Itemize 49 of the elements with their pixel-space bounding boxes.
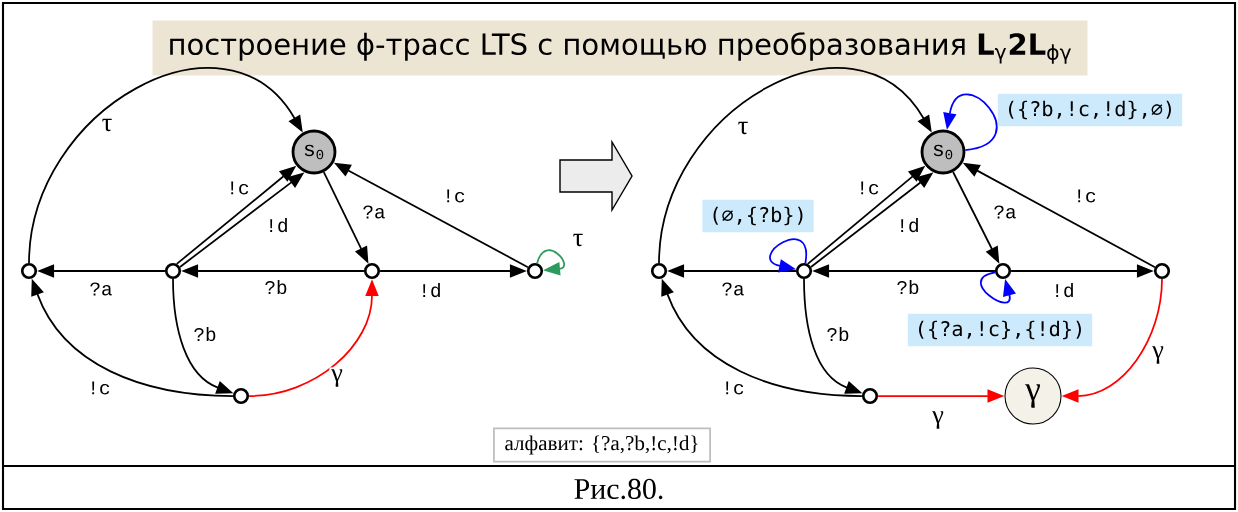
state-circle: [232, 387, 250, 405]
edge-label: γ: [329, 367, 345, 389]
start-state: s$_{0}$: [920, 129, 966, 175]
final-state: γ: [1004, 367, 1062, 425]
state-circle: [861, 387, 879, 405]
edge-label: ?b: [262, 278, 290, 296]
title-banner: построение ϕ-трасс LTS с помощью преобразования L$_{γ}$2L$_{ϕγ}$: [152, 20, 1088, 76]
edge-label: !c: [85, 379, 113, 397]
edge-label: ?b: [894, 278, 922, 296]
arrow: [658, 67, 932, 264]
state-circle: [526, 262, 544, 280]
state-circle: [650, 262, 668, 280]
edge-label: ?a: [360, 203, 388, 221]
start-state: s$_{0}$: [291, 129, 337, 175]
caption: Рис.80.: [574, 478, 663, 500]
state-circle: [363, 262, 381, 280]
edge-label: !d: [416, 281, 444, 299]
arrow: [28, 67, 303, 264]
edge-label: !c: [719, 379, 747, 397]
set-label: (∅,{?b}): [702, 199, 814, 233]
edge-label: τ: [99, 117, 115, 133]
edge-label: ?b: [191, 325, 219, 343]
arrow: [536, 249, 565, 276]
arrow: [943, 93, 998, 151]
edge-label: ?a: [87, 280, 115, 298]
edge-label: !c: [440, 187, 468, 205]
alphabet-label: алфавит: {?a,?b,!c,!d}: [493, 427, 711, 463]
edge-label: τ: [735, 120, 751, 136]
edge-label: !d: [894, 216, 922, 234]
edge-label: ?a: [719, 280, 747, 298]
edge-label: !d: [1049, 281, 1077, 299]
edge-label: ?b: [824, 325, 852, 343]
state-circle: [994, 262, 1012, 280]
edge-label: !c: [224, 179, 252, 197]
arrow: [979, 271, 1016, 304]
state-circle: [164, 262, 182, 280]
state-circle: [20, 262, 38, 280]
edge-label: ?a: [991, 203, 1019, 221]
edge-label: γ: [1150, 344, 1166, 366]
edge-label: !c: [1071, 187, 1099, 205]
edge-label: !c: [854, 179, 882, 197]
state-circle: [1153, 262, 1171, 280]
state-circle: [795, 262, 813, 280]
set-label: ({?b,!c,!d},∅): [997, 93, 1183, 127]
edge-label: !d: [263, 216, 291, 234]
edge-label: γ: [930, 409, 946, 431]
arrow: [769, 238, 808, 273]
set-label: ({?a,!c},{!d}): [907, 313, 1093, 347]
edge-label: τ: [570, 232, 586, 248]
